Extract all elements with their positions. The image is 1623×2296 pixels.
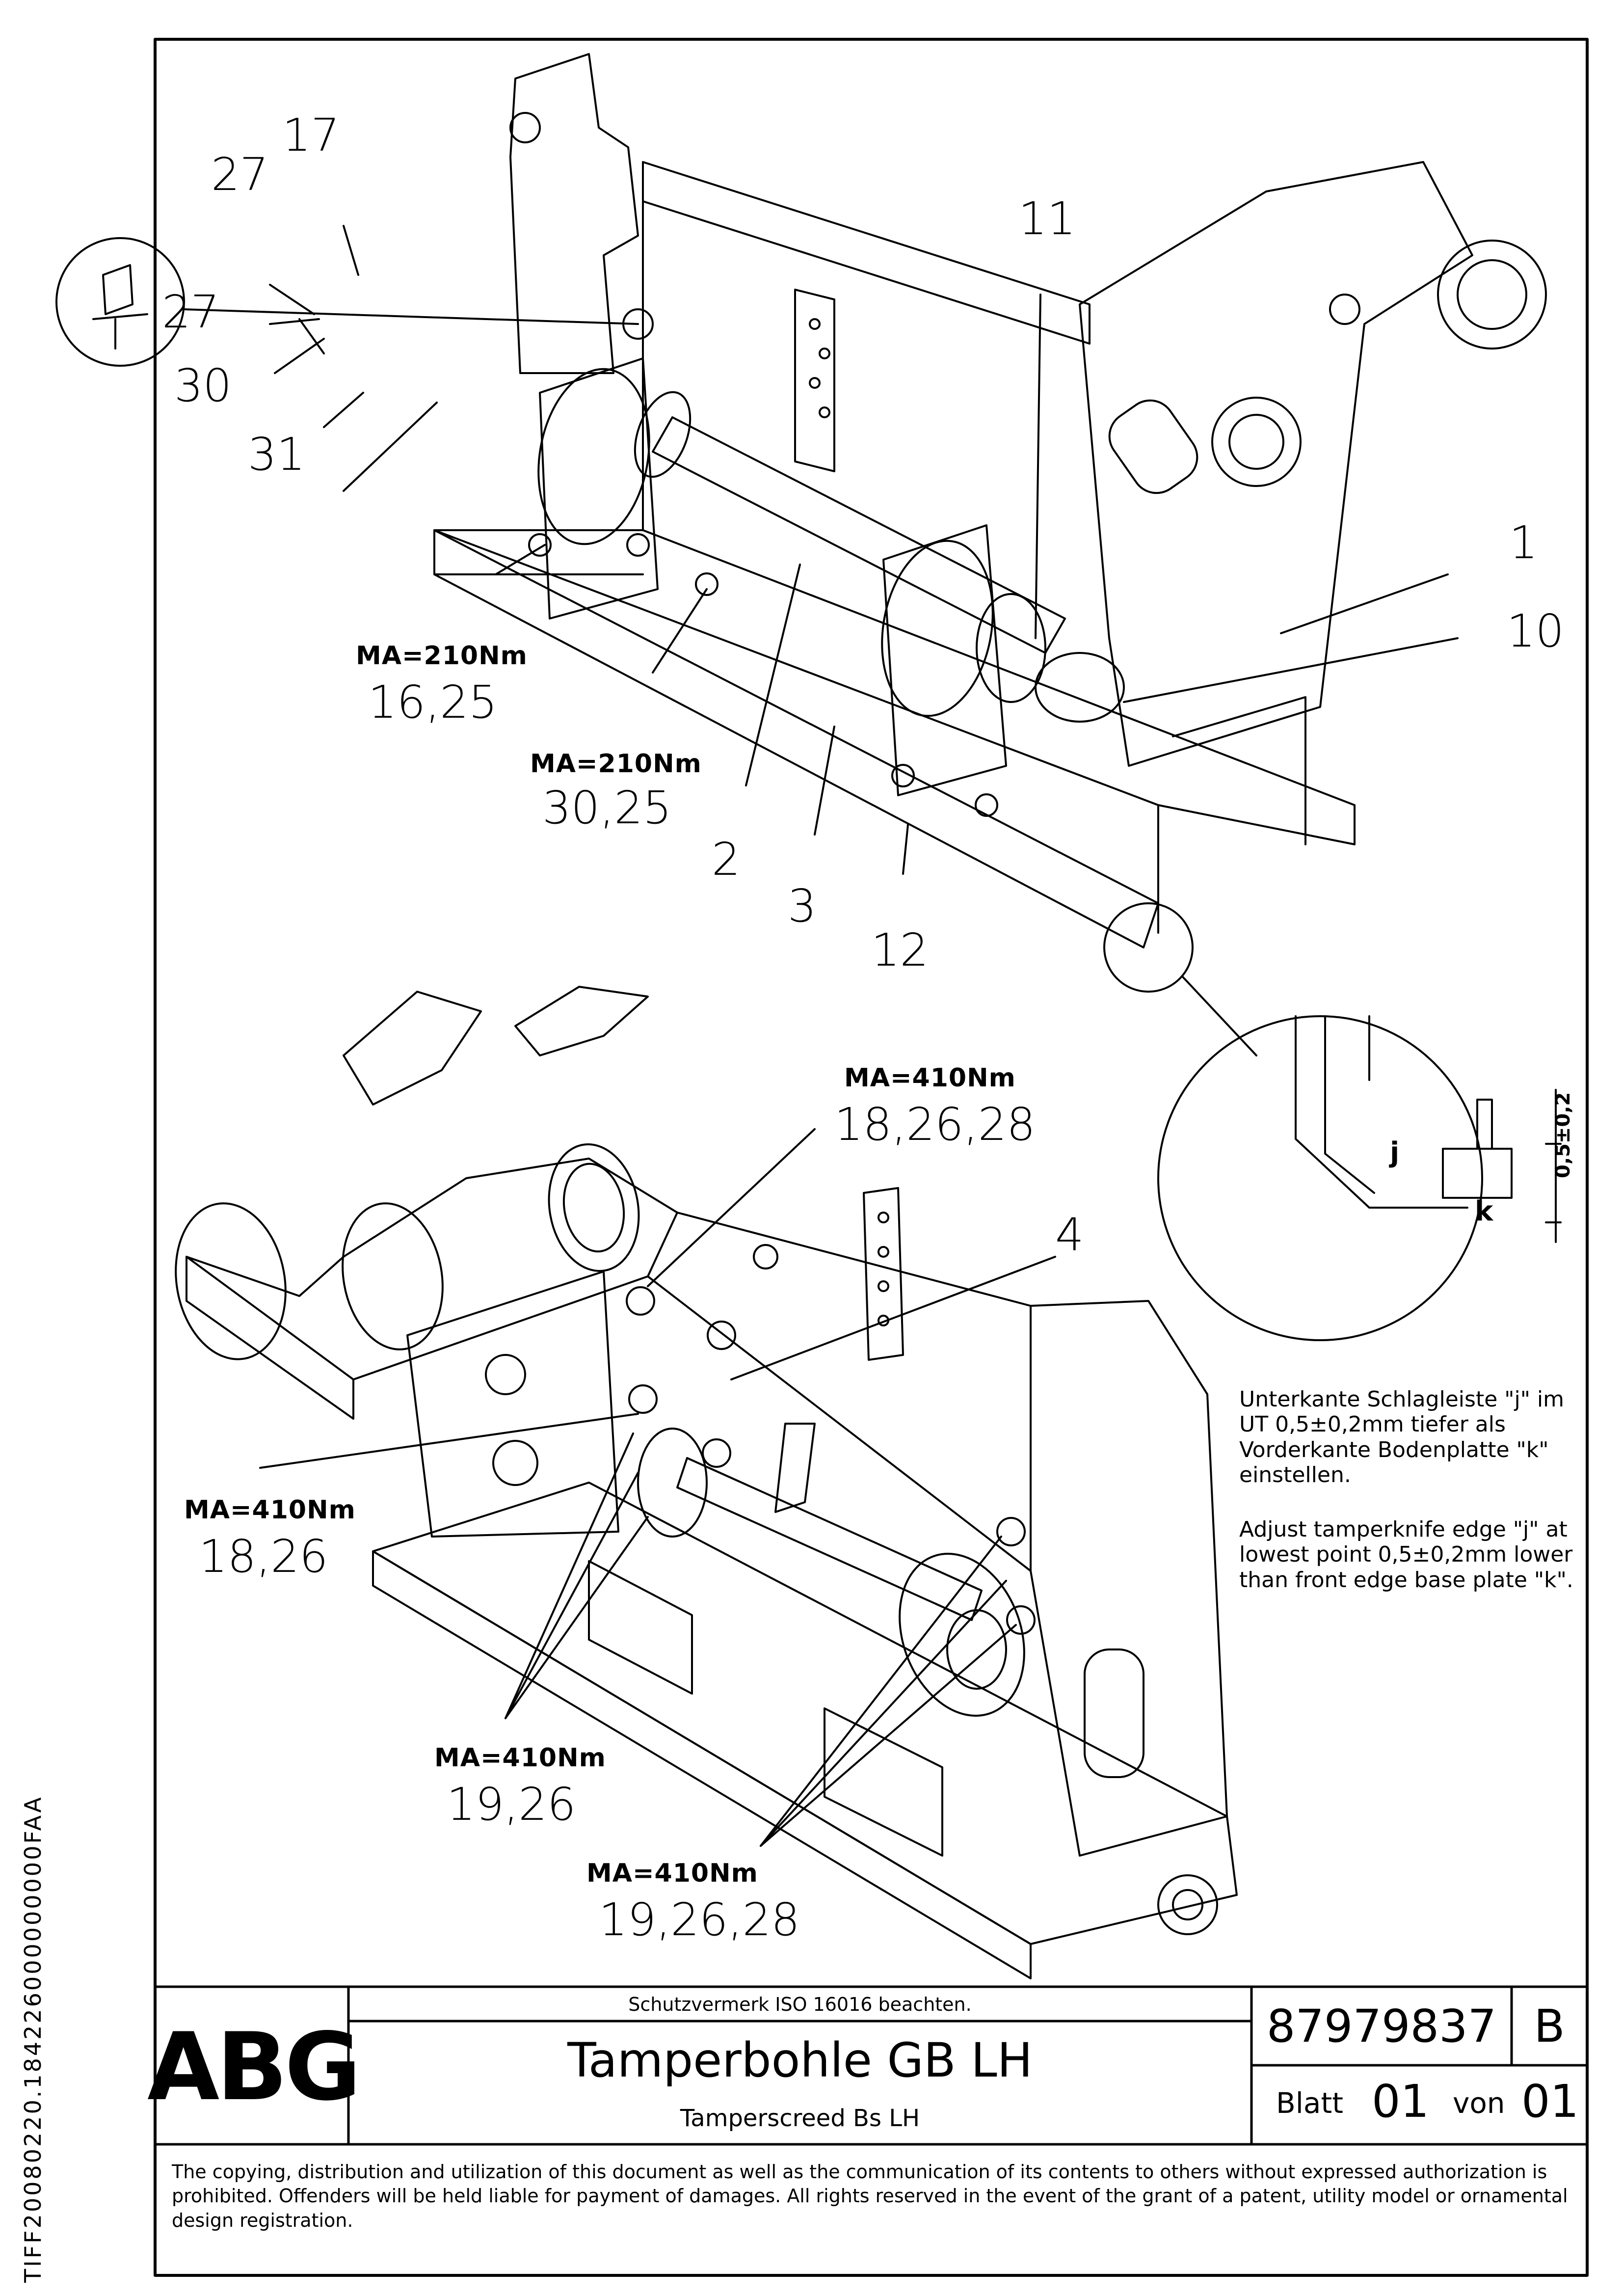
callout-3: 3	[788, 880, 817, 932]
torque-refs: 18,26	[199, 1530, 328, 1583]
company-logo: ABG	[147, 2012, 361, 2121]
torque-label: MA=410Nm	[586, 1859, 758, 1888]
of-label: von	[1453, 2086, 1505, 2120]
note-german: Unterkante Schlagleiste "j" im UT 0,5±0,…	[1239, 1387, 1565, 1488]
callout-10: 10	[1507, 605, 1565, 657]
copyright-notice: The copying, distribution and utilizatio…	[172, 2161, 1568, 2231]
torque-label: MA=410Nm	[434, 1743, 606, 1773]
side-document-code: TIFF20080220.184226000000000FAA	[20, 1795, 46, 2283]
drawing-title: Tamperbohle GB LH	[567, 2033, 1033, 2088]
drawing-subtitle: Tamperscreed Bs LH	[680, 2105, 920, 2132]
detail-circle-large	[1103, 902, 1194, 993]
callout-1: 1	[1509, 516, 1538, 569]
callout-2: 2	[712, 833, 741, 886]
sheet-number: 01	[1372, 2075, 1430, 2128]
lower-tamper-assembly	[175, 986, 1238, 1979]
callout-12: 12	[871, 924, 929, 976]
sheet-label: Blatt	[1276, 2086, 1343, 2120]
torque-label: MA=410Nm	[184, 1495, 356, 1525]
torque-refs: 30,25	[542, 782, 672, 834]
note-english: Adjust tamperknife edge "j" at lowest po…	[1239, 1517, 1573, 1593]
upper-tamper-assembly	[433, 53, 1547, 948]
detail-label-k: k	[1475, 1195, 1493, 1227]
protection-notice: Schutzvermerk ISO 16016 beachten.	[628, 1994, 972, 2015]
detail-tolerance: 0,5±0,2	[1552, 1092, 1574, 1178]
callout-30: 30	[174, 359, 232, 412]
torque-label: MA=210Nm	[530, 749, 702, 779]
callout-17: 17	[282, 109, 340, 162]
torque-label: MA=410Nm	[844, 1063, 1016, 1093]
callout-27-mid: 27	[162, 286, 220, 338]
torque-refs: 18,26,28	[834, 1098, 1036, 1151]
callout-11: 11	[1018, 192, 1076, 245]
revision: B	[1534, 2000, 1565, 2053]
callout-27-top: 27	[211, 148, 269, 201]
sheet-frame	[154, 38, 1589, 2277]
callout-4: 4	[1055, 1209, 1084, 1261]
detail-circle-small	[55, 237, 185, 367]
callout-31: 31	[248, 428, 306, 481]
detail-label-j: j	[1390, 1136, 1400, 1168]
part-number: 87979837	[1266, 2000, 1497, 2053]
torque-refs: 19,26,28	[599, 1893, 800, 1946]
torque-label: MA=210Nm	[356, 641, 528, 671]
detail-circle-magnified	[1157, 1015, 1483, 1341]
sheet-total: 01	[1521, 2075, 1579, 2128]
title-block-frame	[154, 1985, 1589, 2146]
torque-refs: 16,25	[368, 676, 498, 729]
torque-refs: 19,26	[447, 1778, 576, 1831]
